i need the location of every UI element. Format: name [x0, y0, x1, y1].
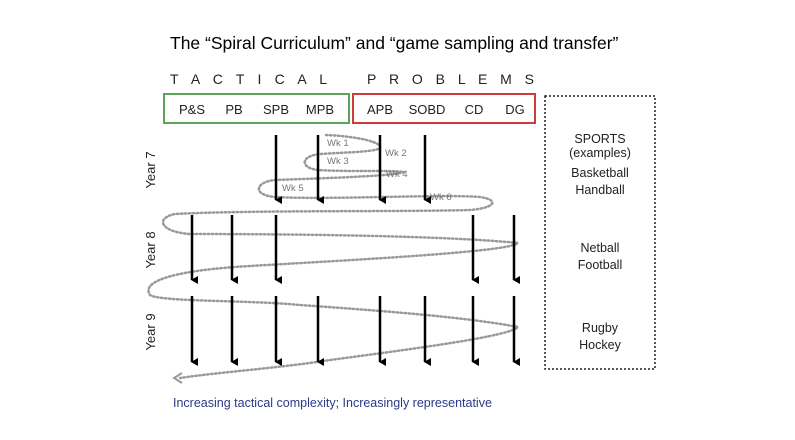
week-6-label: Wk 6 [430, 192, 452, 203]
sports-heading: SPORTS [574, 132, 625, 146]
week-5-label: Wk 5 [282, 183, 304, 194]
diagram-title: The “Spiral Curriculum” and “game sampli… [170, 33, 619, 53]
week-2-label: Wk 2 [385, 148, 407, 159]
problem-pb: PB [225, 102, 242, 117]
problem-mpb: MPB [306, 102, 334, 117]
sport-rugby: Rugby [582, 321, 619, 335]
year-9-label: Year 9 [143, 313, 158, 350]
problem-sobd: SOBD [409, 102, 446, 117]
problem-cd: CD [465, 102, 484, 117]
week-1-label: Wk 1 [327, 138, 349, 149]
spiral-arrowhead-icon [172, 372, 183, 384]
problem-apb: APB [367, 102, 393, 117]
week-4-label: Wk 4 [386, 169, 408, 180]
header-tactical: T A C T I C A L [170, 71, 330, 87]
sport-netball: Netball [581, 241, 620, 255]
invasion-problems-box [163, 93, 350, 124]
week-3-label: Wk 3 [327, 156, 349, 167]
other-problems-box [352, 93, 536, 124]
sports-box [544, 95, 656, 370]
sport-basketball: Basketball [571, 166, 629, 180]
sports-subheading: (examples) [569, 146, 631, 160]
spiral-path [147, 133, 521, 380]
problem-arrows [190, 135, 520, 366]
sport-handball: Handball [575, 183, 624, 197]
problem-dg: DG [505, 102, 525, 117]
header-problems: P R O B L E M S [367, 71, 537, 87]
problem-spb: SPB [263, 102, 289, 117]
sport-hockey: Hockey [579, 338, 621, 352]
year-7-label: Year 7 [143, 151, 158, 188]
problem-ps: P&S [179, 102, 205, 117]
sport-football: Football [578, 258, 622, 272]
year-8-label: Year 8 [143, 231, 158, 268]
footer-caption: Increasing tactical complexity; Increasi… [173, 396, 492, 410]
